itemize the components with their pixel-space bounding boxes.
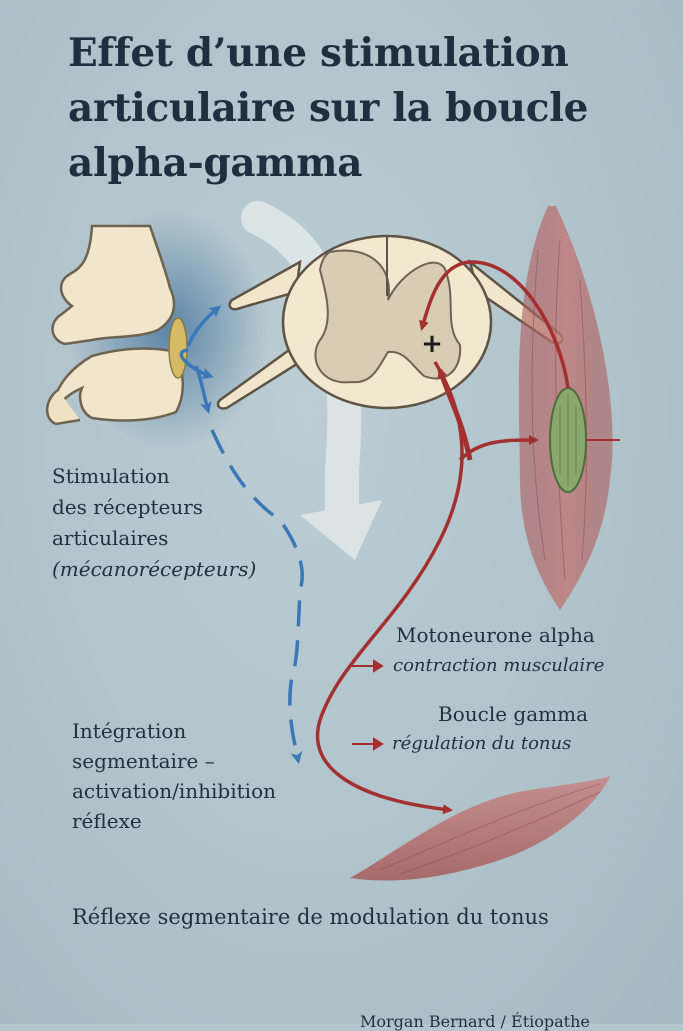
alpha-motoneuron-label: Motoneurone alpha xyxy=(396,623,595,647)
author-credit: Morgan Bernard / Étiopathe xyxy=(360,1012,590,1031)
alpha-motor-arrow xyxy=(315,361,464,815)
joint-illustration xyxy=(46,224,184,426)
efferent-pathways xyxy=(315,260,570,815)
spinal-cord-illustration xyxy=(216,234,564,410)
stimulation-label: Stimulation des récepteurs articulaires … xyxy=(52,464,257,581)
footer-caption: Réflexe segmentaire de modulation du ton… xyxy=(72,905,549,929)
gamma-effect-label: régulation du tonus xyxy=(392,733,572,754)
label-arrow-alpha xyxy=(352,659,384,673)
joint-receptor-arrows xyxy=(179,305,222,414)
joint-cartilage xyxy=(168,317,188,379)
muscle-spindle-illustration xyxy=(549,387,587,493)
page-title: Effet d’une stimulation articulaire sur … xyxy=(68,30,589,186)
label-arrow-gamma xyxy=(352,737,384,751)
alpha-effect-label: contraction musculaire xyxy=(393,655,605,676)
afferent-pathway-arrow xyxy=(210,429,304,764)
integration-label: Intégration segmentaire – activation/inh… xyxy=(72,719,276,833)
alpha-upward-arrow xyxy=(437,367,473,461)
gamma-loop-label: Boucle gamma xyxy=(438,702,588,726)
spindle-afferent-line xyxy=(419,260,570,389)
spinal-plus-sign: + xyxy=(421,329,443,359)
gamma-motor-arrow xyxy=(458,435,539,462)
horizontal-muscle-illustration xyxy=(350,776,610,881)
